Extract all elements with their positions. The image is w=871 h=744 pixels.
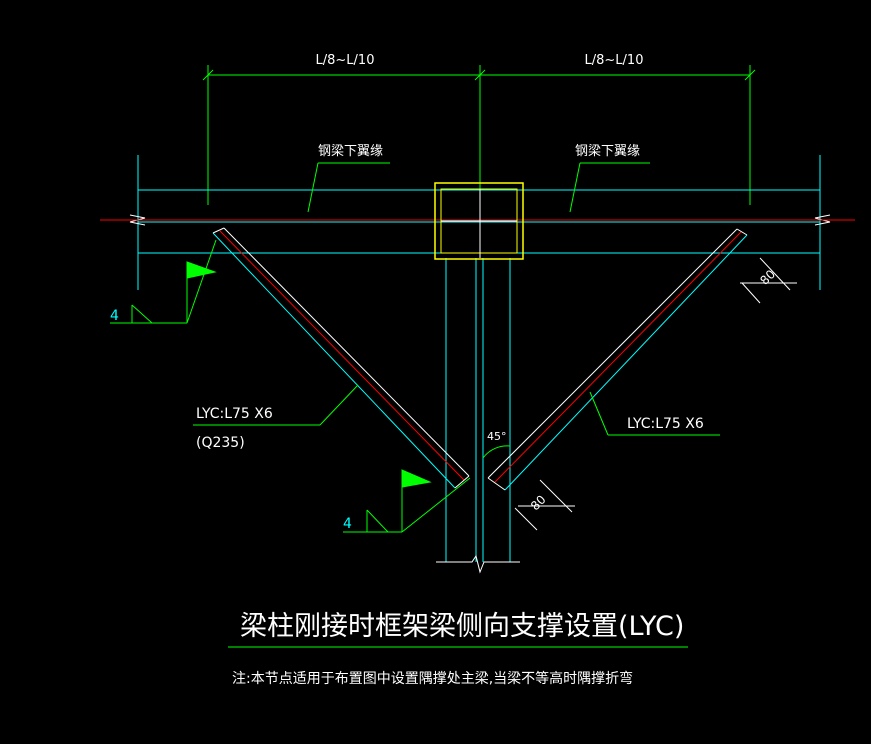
drawing-title: 梁柱刚接时框架梁侧向支撑设置(LYC)	[240, 611, 684, 642]
brace-left-material: (Q235)	[196, 435, 245, 451]
column-break	[436, 554, 520, 574]
brace-left-label: LYC:L75 X6	[196, 406, 273, 422]
weld-symbol-bottom	[343, 469, 471, 533]
dim-80-bottom	[514, 479, 575, 531]
brace-right-leader	[589, 391, 720, 436]
brace-left-leader	[193, 384, 359, 426]
angle-label: 45°	[487, 430, 507, 443]
left-brace	[212, 227, 470, 489]
column-box	[434, 182, 524, 260]
drawing-note: 注:本节点适用于布置图中设置隅撑处主梁,当梁不等高时隅撑折弯	[232, 670, 633, 687]
weld-size-left: 4	[110, 308, 119, 324]
flange-leaders	[307, 162, 650, 213]
dim-right-label: L/8~L/10	[585, 53, 644, 68]
top-dimension	[202, 65, 756, 205]
weld-symbol-left	[110, 239, 217, 324]
dim-80-right	[740, 257, 797, 304]
flange-label-left: 钢梁下翼缘	[318, 144, 383, 159]
flange-label-right: 钢梁下翼缘	[575, 144, 640, 159]
dim-left-label: L/8~L/10	[316, 53, 375, 68]
right-brace	[487, 228, 748, 491]
brace-right-label: LYC:L75 X6	[627, 416, 704, 432]
weld-size-bottom: 4	[343, 516, 352, 532]
dim-80-bottom-label: 80	[528, 492, 549, 513]
angle-arc	[482, 445, 511, 459]
column	[445, 258, 511, 562]
dim-80-right-label: 80	[757, 267, 778, 288]
steel-beam	[137, 155, 821, 290]
